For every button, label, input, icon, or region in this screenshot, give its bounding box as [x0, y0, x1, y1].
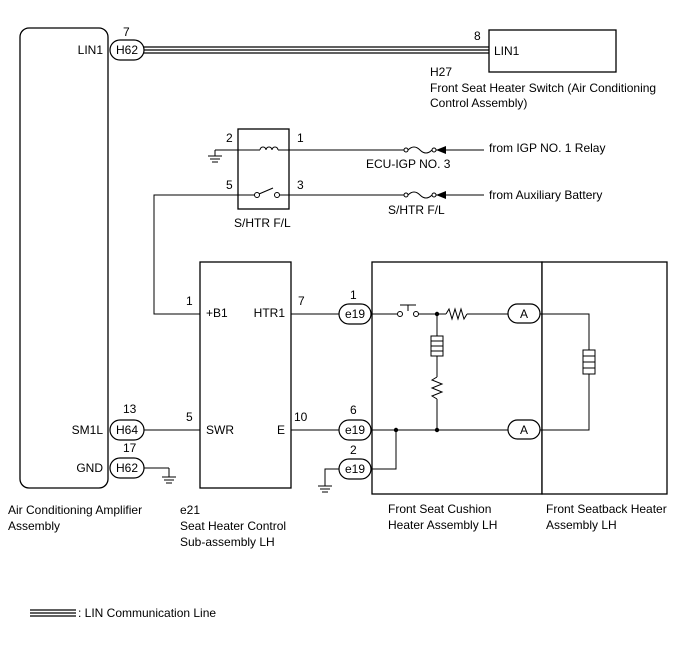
amplifier-name-line1: Air Conditioning Amplifier	[8, 503, 142, 517]
e19-bottom-label: e19	[345, 462, 365, 476]
relay-name: S/HTR F/L	[234, 216, 291, 230]
amplifier-body	[19, 27, 109, 489]
relay-contact-a-icon	[254, 192, 260, 198]
control-pin-b1: +B1	[206, 306, 228, 320]
amp-pin-sm1l: SM1L	[72, 423, 104, 437]
amp-pin-gnd: GND	[76, 461, 103, 475]
seatback-body	[541, 261, 668, 495]
control-name-line1: Seat Heater Control	[180, 519, 286, 533]
legend-text: : LIN Communication Line	[78, 606, 216, 620]
h62-bottom-pin: 17	[123, 441, 137, 455]
fuse-shtr-label: S/HTR F/L	[388, 203, 445, 217]
amplifier-name-line2: Assembly	[8, 519, 60, 533]
relay-pin-1: 1	[297, 131, 304, 145]
h64-label: H64	[116, 423, 138, 437]
control-pin-number-b1: 1	[186, 294, 193, 308]
resistor-vertical-icon	[430, 376, 444, 400]
h64-pin: 13	[123, 402, 137, 416]
igp-arrow-icon	[436, 146, 446, 154]
cushion-ground-icon	[318, 485, 332, 493]
heater-switch-name-line2: Control Assembly)	[430, 96, 527, 110]
e19-bottom-pin: 2	[350, 443, 357, 457]
a-top-label: A	[520, 307, 528, 321]
relay-ground-icon	[208, 155, 222, 163]
relay-switch-arm-icon	[258, 187, 274, 195]
heater-switch-pin-number: 8	[474, 29, 481, 43]
resistor-top-icon	[445, 307, 468, 321]
e19-mid-label: e19	[345, 423, 365, 437]
relay-pin-5: 5	[226, 178, 233, 192]
control-code: e21	[180, 503, 200, 517]
battery-arrow-icon	[436, 191, 446, 199]
heater-switch-name-line1: Front Seat Heater Switch (Air Conditioni…	[430, 81, 656, 95]
h62-bottom-label: H62	[116, 461, 138, 475]
a-bottom-label: A	[520, 423, 528, 437]
cushion-body	[371, 261, 543, 495]
amp-pin-lin1: LIN1	[78, 43, 104, 57]
seatback-name-line2: Assembly LH	[546, 518, 617, 532]
relay-coil-icon	[259, 146, 279, 151]
e19-mid-pin: 6	[350, 403, 357, 417]
heater-switch-code: H27	[430, 65, 452, 79]
control-pin-number-swr: 5	[186, 410, 193, 424]
control-pin-swr: SWR	[206, 423, 234, 437]
fuse-shtr-icon	[403, 191, 437, 199]
junction-dot-bottom-right	[434, 427, 440, 433]
cushion-name-line1: Front Seat Cushion	[388, 502, 491, 516]
amp-ground-icon	[162, 476, 176, 484]
e19-top-pin: 1	[350, 288, 357, 302]
h62-top-connector	[109, 39, 145, 61]
h62-top-label: H62	[116, 43, 138, 57]
heater-switch-pin-label: LIN1	[494, 44, 520, 58]
fuse-ecu-igp-label: ECU-IGP NO. 3	[366, 157, 451, 171]
h64-connector	[109, 419, 145, 441]
seatback-name-line1: Front Seatback Heater	[546, 502, 667, 516]
cushion-name-line2: Heater Assembly LH	[388, 518, 497, 532]
source-igp-label: from IGP NO. 1 Relay	[489, 141, 605, 155]
control-pin-e: E	[277, 423, 285, 437]
lin-communication-line	[143, 46, 489, 54]
control-pin-number-htr1: 7	[298, 294, 305, 308]
relay-body	[237, 128, 290, 210]
relay-contact-b-icon	[274, 192, 280, 198]
relay-pin-3: 3	[297, 178, 304, 192]
h62-bottom-connector	[109, 457, 145, 479]
legend-lin-line-icon	[30, 609, 76, 617]
control-name-line2: Sub-assembly LH	[180, 535, 275, 549]
e19-top-label: e19	[345, 307, 365, 321]
control-pin-htr1: HTR1	[254, 306, 286, 320]
control-pin-number-e: 10	[294, 410, 308, 424]
fuse-ecu-igp-icon	[403, 146, 437, 154]
heater-switch-body	[488, 29, 617, 73]
relay-pin-2: 2	[226, 131, 233, 145]
source-battery-label: from Auxiliary Battery	[489, 188, 602, 202]
control-body	[199, 261, 292, 489]
h62-top-pin: 7	[123, 25, 130, 39]
